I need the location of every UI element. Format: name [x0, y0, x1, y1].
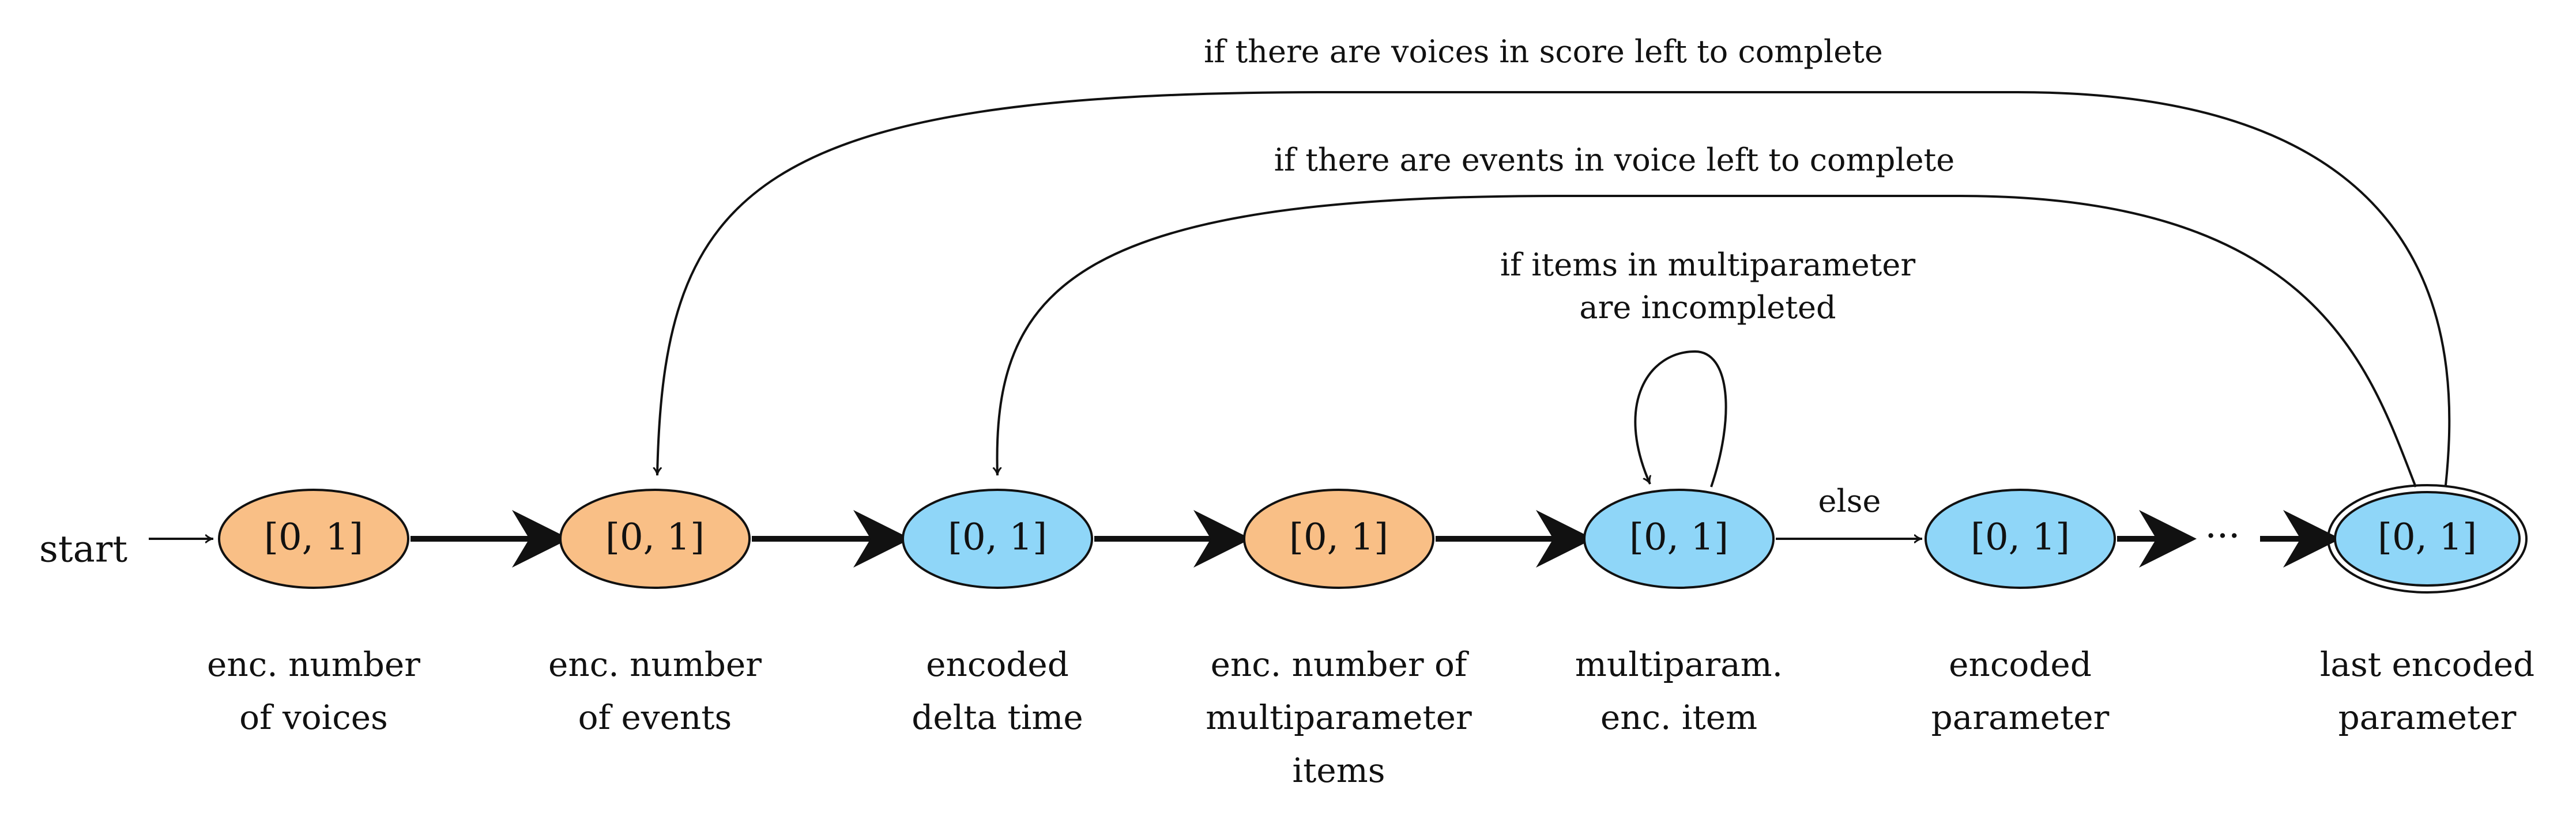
node-events-label-2: of events: [578, 698, 732, 737]
node-mpenc: [0, 1] multiparam. enc. item: [1575, 489, 1783, 737]
node-voices-shape: [218, 489, 409, 589]
node-mpenc-label-2: enc. item: [1600, 698, 1757, 737]
node-delta-shape: [902, 489, 1093, 589]
self-loop-label-line1: if items in multiparameter: [1500, 247, 1915, 283]
node-mpenc-text: [0, 1]: [1629, 516, 1728, 559]
node-mpenc-shape: [1583, 489, 1775, 589]
node-voices-label-2: of voices: [239, 698, 388, 737]
ellipsis: ···: [2205, 515, 2240, 558]
self-loop-edge: [1634, 350, 1727, 488]
voices-back-edge: [657, 91, 2451, 486]
events-loop-label: if there are events in voice left to com…: [1274, 142, 1954, 178]
node-param-text: [0, 1]: [1971, 516, 2070, 559]
node-delta-text: [0, 1]: [948, 516, 1047, 559]
node-mpitems-label-1: enc. number of: [1211, 645, 1469, 684]
node-events-label-1: enc. number: [548, 645, 762, 684]
node-voices-text: [0, 1]: [264, 516, 363, 559]
node-lastparam-label-1: last encoded: [2320, 645, 2534, 684]
node-mpitems-label-3: items: [1293, 751, 1385, 790]
events-back-edge: [997, 195, 2417, 488]
node-events-shape: [559, 489, 751, 589]
voices-loop-label: if there are voices in score left to com…: [1204, 33, 1883, 70]
node-lastparam-outer-ring: [2327, 484, 2528, 594]
node-voices: [0, 1] enc. number of voices: [207, 489, 420, 737]
node-voices-label-1: enc. number: [207, 645, 420, 684]
node-mpitems-shape: [1243, 489, 1434, 589]
node-events: [0, 1] enc. number of events: [548, 489, 762, 737]
self-loop-label-line2: are incompleted: [1579, 289, 1836, 326]
node-lastparam: [0, 1] last encoded parameter: [2320, 484, 2534, 737]
node-lastparam-shape: [2334, 491, 2521, 587]
node-param-label-2: parameter: [1931, 698, 2110, 737]
node-mpitems-label-2: multiparameter: [1206, 698, 1472, 737]
node-param: [0, 1] encoded parameter: [1925, 489, 2116, 737]
start-label: start: [39, 528, 127, 571]
node-mpitems: [0, 1] enc. number of multiparameter ite…: [1206, 489, 1472, 790]
node-events-text: [0, 1]: [605, 516, 705, 559]
node-delta-label-2: delta time: [912, 698, 1083, 737]
node-lastparam-label-2: parameter: [2338, 698, 2517, 737]
node-delta-label-1: encoded: [926, 645, 1069, 684]
else-label: else: [1818, 483, 1881, 519]
node-lastparam-text: [0, 1]: [2378, 516, 2477, 559]
node-mpenc-label-1: multiparam.: [1575, 645, 1783, 684]
node-mpitems-text: [0, 1]: [1289, 516, 1388, 559]
node-delta: [0, 1] encoded delta time: [902, 489, 1093, 737]
node-param-label-1: encoded: [1949, 645, 2092, 684]
node-param-shape: [1925, 489, 2116, 589]
